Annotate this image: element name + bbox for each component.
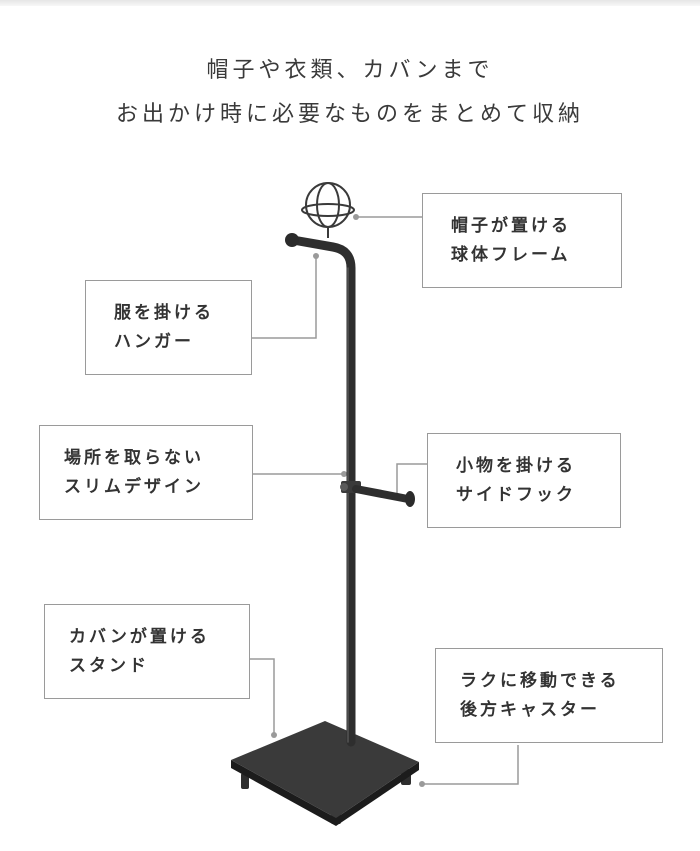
callout-bag-stand: カバンが置ける スタンド	[44, 604, 250, 699]
callout-casters-line-1: ラクに移動できる	[460, 670, 620, 691]
callout-slim-design-line-1: 場所を取らない	[64, 447, 204, 468]
left-foot	[241, 773, 249, 789]
hanger-end-cap	[285, 233, 299, 247]
side-hook	[340, 481, 415, 507]
sphere-equator	[301, 203, 355, 217]
headline-line-1: 帽子や衣類、カバンまで	[206, 58, 494, 83]
rack-base	[231, 721, 419, 826]
main-pole	[288, 235, 356, 747]
callout-bag-stand-line-1: カバンが置ける	[69, 626, 210, 647]
callout-hat-frame-line-2: 球体フレーム	[451, 244, 571, 265]
sphere-hat-frame	[301, 182, 355, 238]
rack-frame	[288, 235, 356, 747]
leader-casters	[422, 745, 519, 785]
callout-side-hook: 小物を掛ける サイドフック	[427, 433, 621, 528]
callout-side-hook-line-1: 小物を掛ける	[456, 455, 576, 476]
leader-dot-hanger	[313, 253, 319, 259]
base-plate-side	[231, 760, 419, 826]
callout-casters-line-2: 後方キャスター	[460, 699, 600, 720]
headline-line-2: お出かけ時に必要なものをまとめて収納	[115, 102, 584, 127]
callout-hat-frame: 帽子が置ける 球体フレーム	[422, 193, 622, 288]
leader-bag-stand	[249, 658, 275, 735]
leader-side-hook	[396, 463, 429, 496]
top-divider	[0, 0, 700, 6]
callout-side-hook-line-2: サイドフック	[456, 484, 576, 505]
side-hook-end-cap	[405, 491, 415, 507]
leader-dot-bag	[271, 732, 277, 738]
callout-hat-frame-line-1: 帽子が置ける	[451, 215, 571, 236]
callout-hanger: 服を掛ける ハンガー	[85, 280, 252, 375]
leader-dot-caster	[419, 781, 425, 787]
leader-dot-hat	[353, 214, 359, 220]
leader-lines	[249, 216, 519, 785]
leader-hanger	[250, 256, 317, 339]
callout-bag-stand-line-2: スタンド	[69, 655, 149, 676]
callout-hanger-line-2: ハンガー	[114, 331, 194, 352]
side-hook-knob	[340, 483, 348, 491]
side-hook-arm	[352, 485, 412, 503]
base-plate-top	[231, 721, 419, 818]
callout-casters: ラクに移動できる 後方キャスター	[435, 648, 663, 743]
callout-hanger-line-1: 服を掛ける	[114, 302, 214, 323]
leader-dot-slim	[341, 471, 347, 477]
callout-slim-design-line-2: スリムデザイン	[64, 476, 204, 497]
callout-slim-design: 場所を取らない スリムデザイン	[39, 425, 253, 520]
